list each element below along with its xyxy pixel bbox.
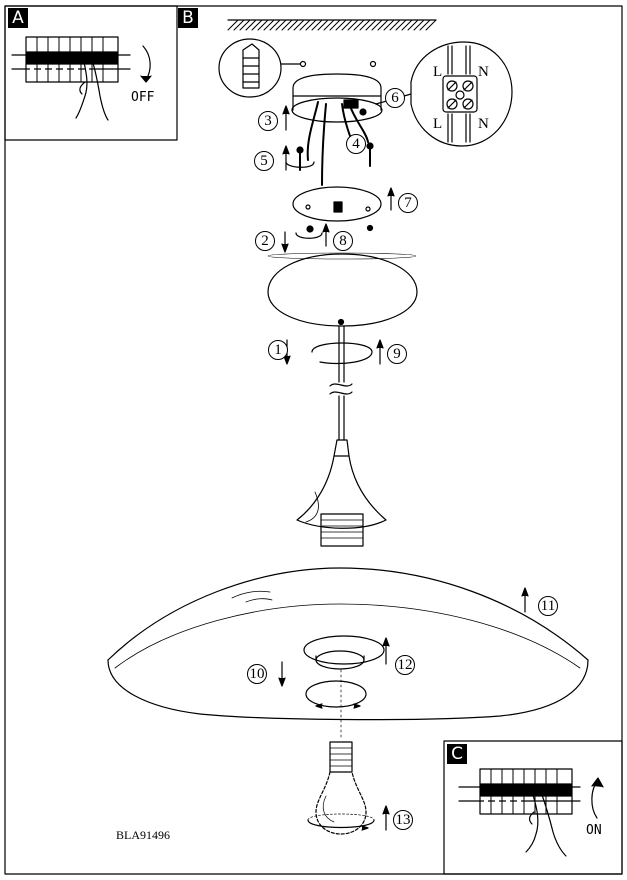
step-3-marker: 3: [258, 111, 278, 131]
model-code: BLA91496: [116, 828, 170, 842]
step-10-marker: 10: [247, 664, 267, 684]
panel-a-tag: A: [8, 8, 28, 28]
light-bulb: [307, 741, 390, 835]
step-7-marker: 7: [398, 193, 418, 213]
panel-c-tag: C: [447, 744, 467, 764]
step-8-marker: 8: [333, 231, 353, 251]
mounting-screws: [282, 105, 374, 171]
outer-frame: [4, 5, 623, 875]
step-2-marker: 2: [255, 231, 275, 251]
terminal-block-inset: [375, 41, 513, 147]
panel-b-tag: B: [178, 8, 198, 28]
breaker-panel-c-drawing: [458, 768, 604, 857]
step-13-marker: 13: [393, 810, 413, 830]
panel-c-frame: [443, 740, 623, 875]
ceiling-hatch: [227, 19, 437, 31]
mounting-plate: [292, 186, 395, 232]
breaker-panel-a-drawing: [11, 36, 152, 121]
step-12-marker: 12: [395, 655, 415, 675]
step-11-marker: 11: [538, 596, 558, 616]
step-4-marker: 4: [346, 134, 366, 154]
terminal-live-top: L: [433, 64, 443, 80]
lamp-shade: [107, 567, 589, 721]
terminal-neutral-top: N: [478, 64, 489, 80]
cover-screw: [281, 223, 330, 253]
step-6-marker: 6: [385, 88, 405, 108]
terminal-neutral-bottom: N: [478, 116, 489, 132]
canopy-cover: [267, 252, 418, 327]
step-5-marker: 5: [254, 151, 274, 171]
panel-a-frame: [4, 5, 178, 141]
wall-plug-inset: [218, 38, 377, 98]
lamp-holder: [296, 439, 387, 547]
ceiling-box: [291, 73, 383, 186]
off-label: OFF: [131, 90, 155, 105]
on-label: ON: [586, 823, 602, 838]
suspension-cable: [283, 325, 384, 441]
step-9-marker: 9: [387, 344, 407, 364]
terminal-live-bottom: L: [433, 116, 443, 132]
shade-ring: [278, 635, 390, 741]
step-1-marker: 1: [268, 340, 288, 360]
